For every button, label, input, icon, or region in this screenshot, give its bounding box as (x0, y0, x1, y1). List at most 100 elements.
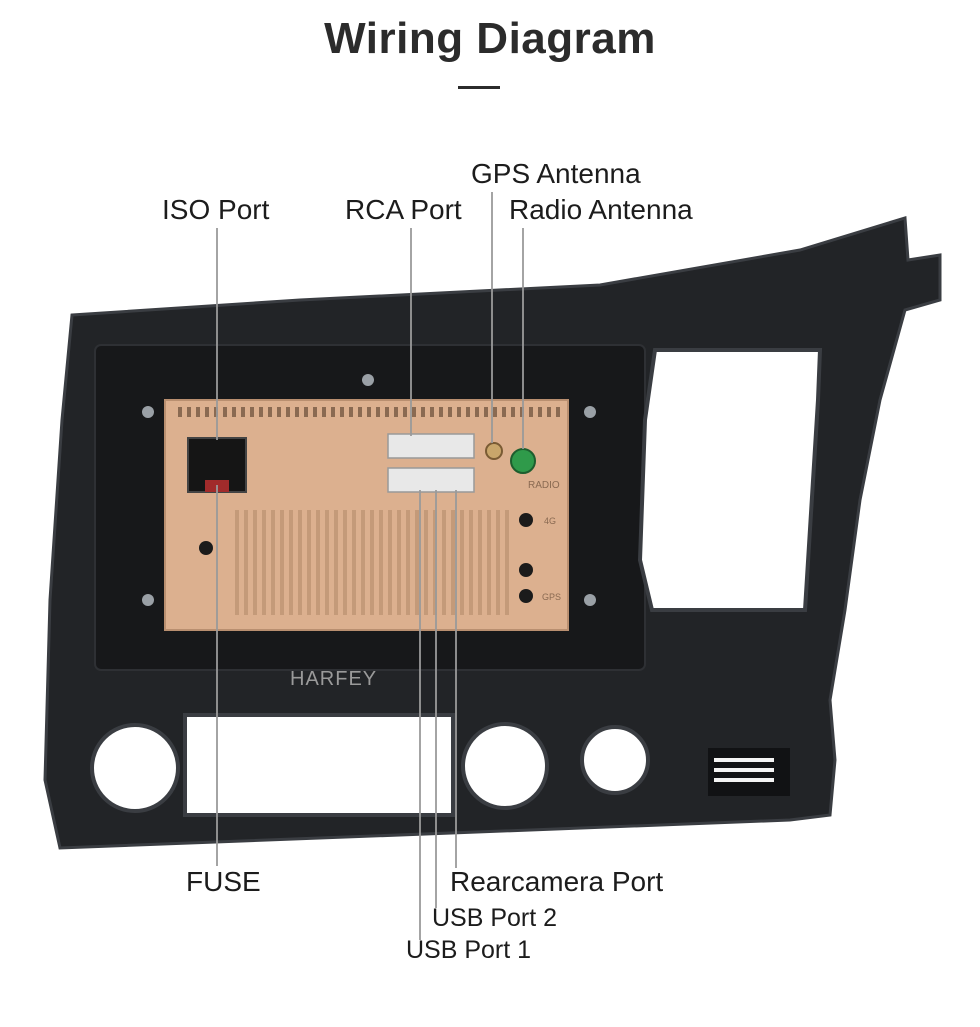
vent-slot (370, 510, 374, 615)
vent-slot (271, 510, 275, 615)
vent-slot (415, 510, 419, 615)
vent-slot (196, 407, 200, 417)
screw (142, 594, 154, 606)
vent-slot (421, 407, 425, 417)
label-rca-port: RCA Port (345, 194, 462, 225)
screw (362, 374, 374, 386)
vent-slot (397, 510, 401, 615)
vent-slot (259, 407, 263, 417)
vent-slot (358, 407, 362, 417)
vent-slot (316, 510, 320, 615)
marking-4g: 4G (544, 516, 556, 526)
vent-slot (547, 407, 551, 417)
middle-vent-circle (461, 722, 549, 810)
label-radio-antenna: Radio Antenna (509, 194, 693, 225)
vent-slot (187, 407, 191, 417)
vent-slot (241, 407, 245, 417)
port-gps-small (519, 589, 533, 603)
vent-slot (298, 510, 302, 615)
vent-slot (322, 407, 326, 417)
vent-slot (352, 510, 356, 615)
vent-slot (349, 407, 353, 417)
vent-slot (361, 510, 365, 615)
vent-slot (475, 407, 479, 417)
vent-slot (334, 510, 338, 615)
vent-slot (307, 510, 311, 615)
label-fuse: FUSE (186, 866, 261, 897)
gps-marking: GPS (542, 592, 561, 602)
vent-slot (529, 407, 533, 417)
port-left-small (199, 541, 213, 555)
vent-slot (406, 510, 410, 615)
vent-slot (442, 510, 446, 615)
vent-slot (277, 407, 281, 417)
vent-slot (484, 407, 488, 417)
vent-slot (478, 510, 482, 615)
vent-slot (469, 510, 473, 615)
vent-slot (460, 510, 464, 615)
vent-slot (457, 407, 461, 417)
vent-slot (268, 407, 272, 417)
radio-marking: RADIO (528, 480, 560, 491)
vent-slot (244, 510, 248, 615)
vent-slot (433, 510, 437, 615)
vent-slot (379, 510, 383, 615)
vent-slot (235, 510, 239, 615)
screw (584, 594, 596, 606)
vent-slot (505, 510, 509, 615)
harfey-watermark: HARFEY (290, 668, 378, 690)
vent-slot (466, 407, 470, 417)
radio-antenna-socket (510, 448, 536, 474)
vent-slot (502, 407, 506, 417)
vent-slot (214, 407, 218, 417)
vent-slot (325, 510, 329, 615)
vent-slot (331, 407, 335, 417)
vent-slot (511, 407, 515, 417)
vent-slot (412, 407, 416, 417)
vent-slot (520, 407, 524, 417)
right-window-cutout (637, 348, 823, 612)
port-4g-2 (519, 563, 533, 577)
usb-rearcam-connector (387, 467, 475, 493)
vent-slot (493, 407, 497, 417)
title-underline (458, 86, 500, 89)
vent-slot (376, 407, 380, 417)
label-rearcamera-port: Rearcamera Port (450, 866, 664, 897)
vent-slot (538, 407, 542, 417)
vent-slot (280, 510, 284, 615)
label-iso-port: ISO Port (162, 194, 270, 225)
page-title: Wiring Diagram (324, 14, 656, 63)
vent-slot (178, 407, 182, 417)
right-vent-circle (580, 725, 650, 795)
vent-slot (304, 407, 308, 417)
left-vent-circle (90, 723, 180, 813)
port-4g-1 (519, 513, 533, 527)
vent-slot (448, 407, 452, 417)
vent-slot (388, 510, 392, 615)
vent-slot (451, 510, 455, 615)
label-usb-port-2: USB Port 2 (432, 904, 558, 932)
vent-slot (430, 407, 434, 417)
vent-slot (223, 407, 227, 417)
vent-slot (343, 510, 347, 615)
vent-slot (250, 407, 254, 417)
label-usb-port-1: USB Port 1 (406, 936, 532, 964)
vent-slot (295, 407, 299, 417)
vent-slot (385, 407, 389, 417)
vent-slot (286, 407, 290, 417)
vent-slot (340, 407, 344, 417)
vent-slot (289, 510, 293, 615)
vent-slot (232, 407, 236, 417)
vent-slot (439, 407, 443, 417)
vent-slot (496, 510, 500, 615)
center-slot-cutout (183, 713, 455, 817)
vent-slot (367, 407, 371, 417)
vent-grid (178, 407, 560, 615)
vent-slot (394, 407, 398, 417)
label-gps-antenna: GPS Antenna (471, 158, 641, 189)
vent-slot (313, 407, 317, 417)
vent-slot (556, 407, 560, 417)
vent-slot (487, 510, 491, 615)
gps-antenna-socket (485, 442, 503, 460)
